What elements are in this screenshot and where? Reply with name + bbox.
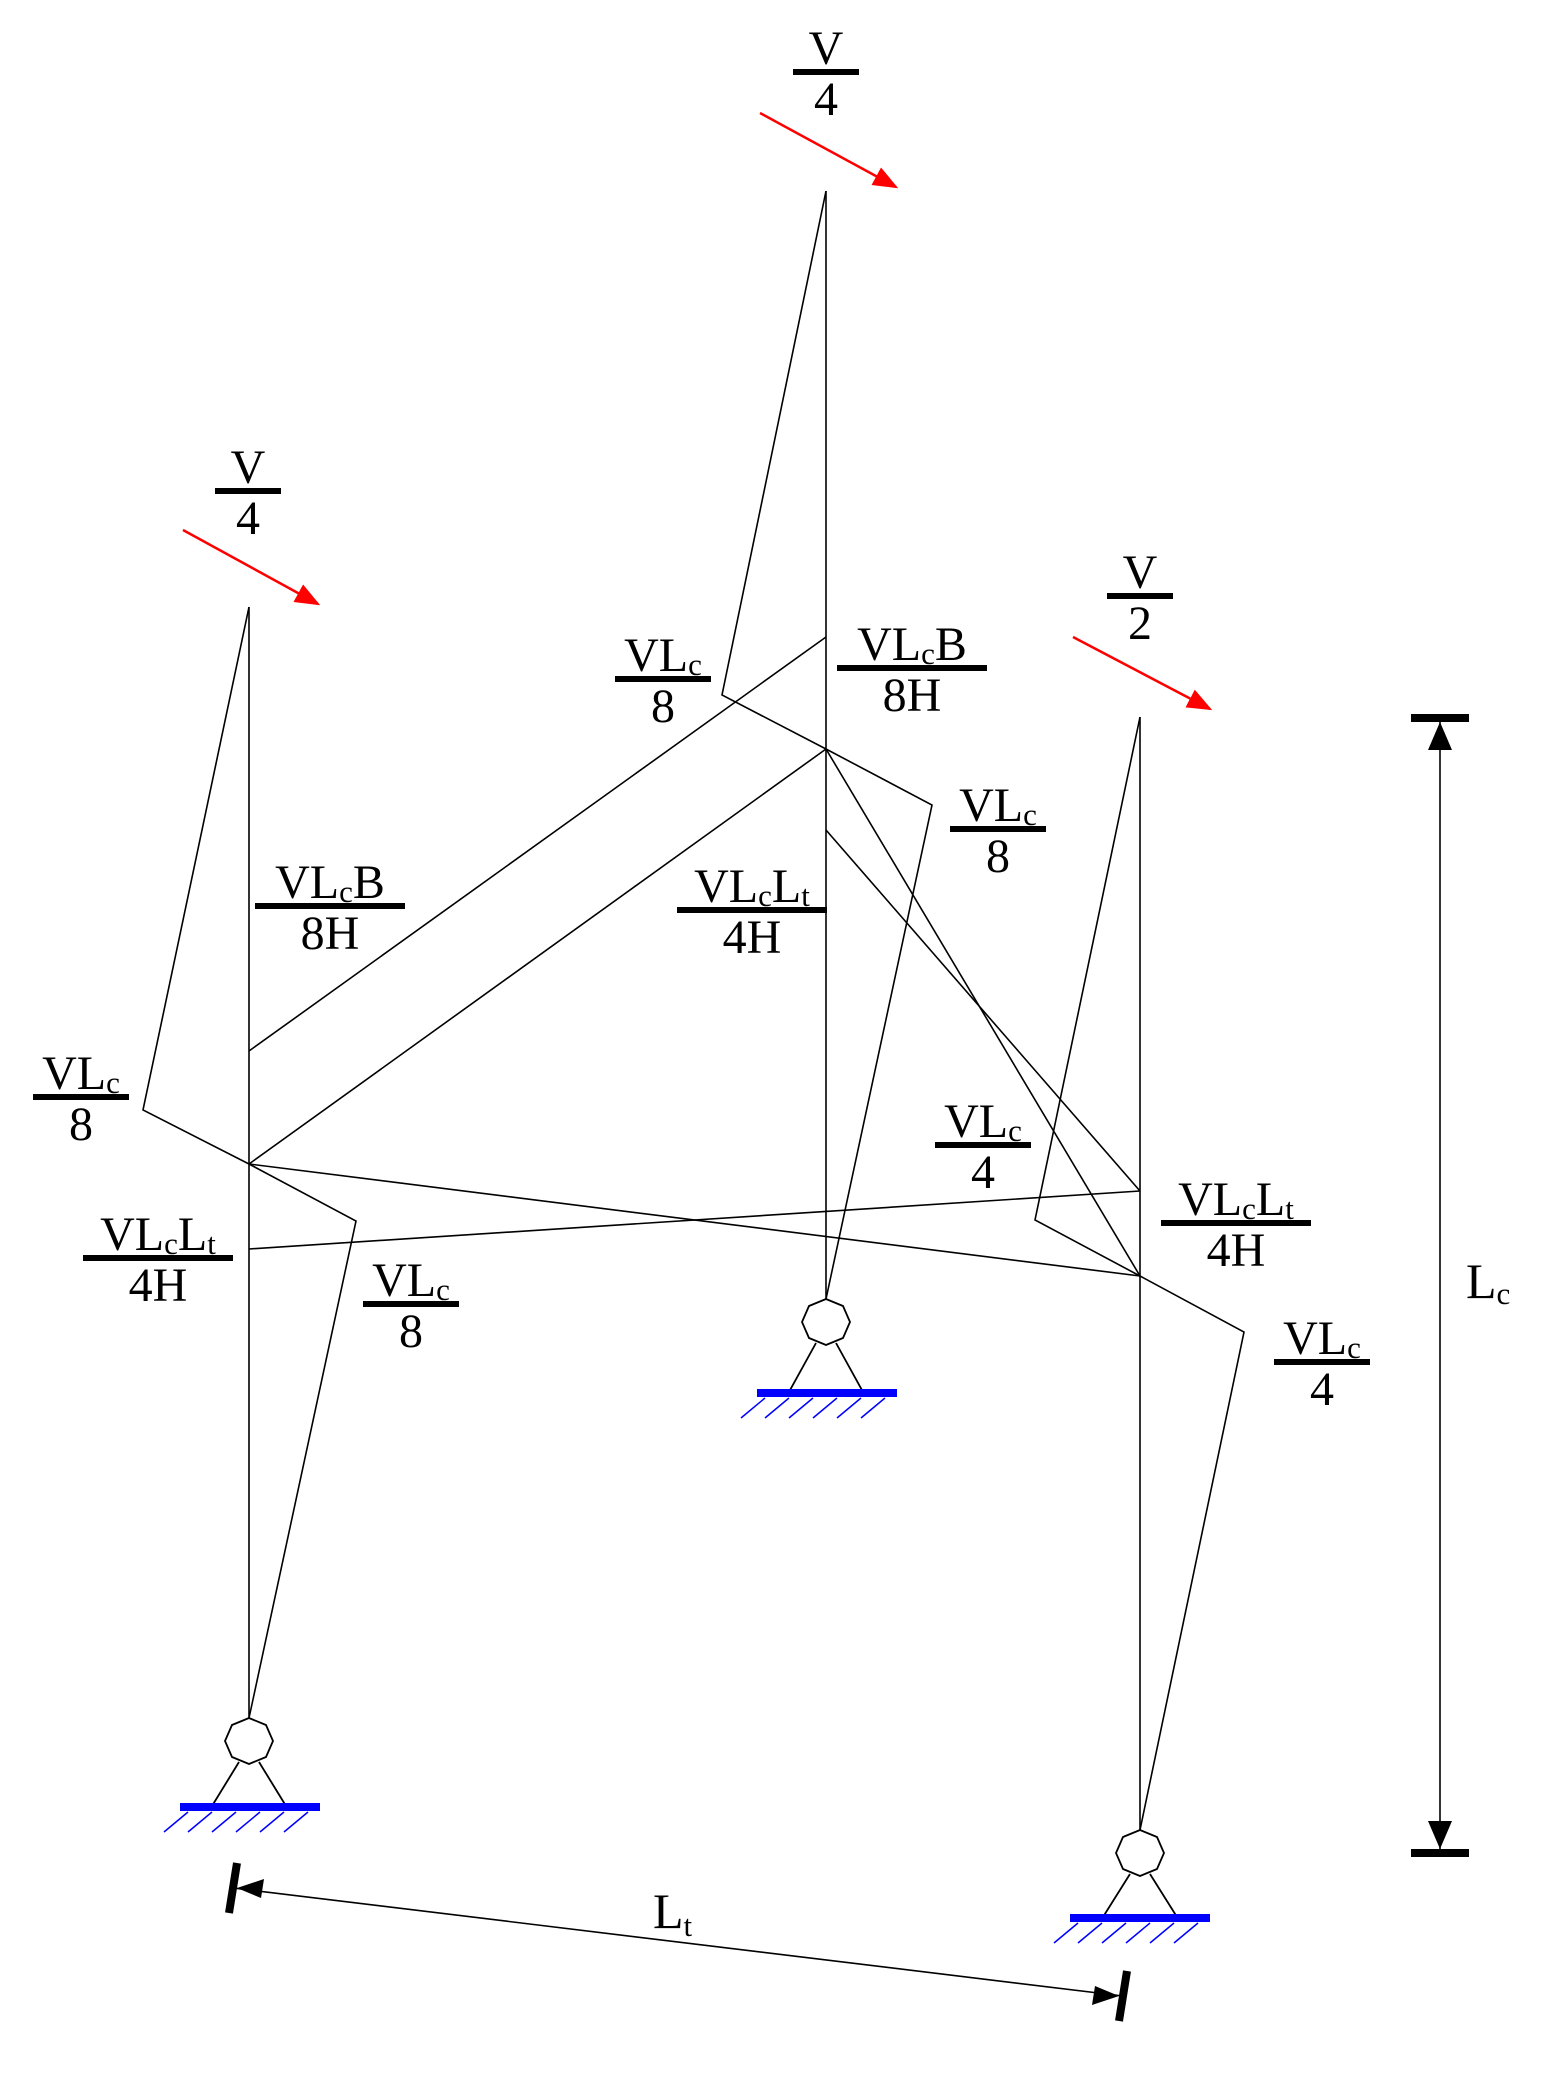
moment-denominator: 8 [651, 680, 675, 733]
ground-hatch [1053, 1922, 1199, 1944]
support-left [163, 1717, 320, 1833]
column-height-label: Lc [1466, 1253, 1510, 1311]
left-column-moment [142, 606, 357, 1719]
support-triangle [1101, 1873, 1179, 1918]
pin-icon [1115, 1829, 1165, 1877]
load-fraction-load-top: V4 [793, 22, 859, 126]
moment-denominator: 8 [986, 830, 1010, 883]
moment-numerator: VLcLt [100, 1208, 216, 1261]
load-numerator: V [1123, 546, 1158, 599]
moment-denominator: 8H [883, 669, 942, 722]
support-right [1053, 1829, 1210, 1944]
load-denominator: 2 [1128, 597, 1152, 650]
load-denominator: 4 [236, 492, 260, 545]
ground-hatch [163, 1811, 309, 1833]
moment-denominator: 8 [69, 1098, 93, 1151]
moment-numerator: VLc [42, 1047, 120, 1100]
beam-length-label: Lt [653, 1883, 693, 1943]
load-denominator: 4 [814, 73, 838, 126]
moment-numerator: VLcLt [1178, 1173, 1294, 1226]
load-numerator: V [809, 22, 844, 75]
moment-numerator: VLc [624, 629, 702, 682]
moment-numerator: VLc [959, 779, 1037, 832]
moment-denominator: 4 [971, 1146, 995, 1199]
top-column-moment [721, 190, 933, 1300]
beam-left-to-top-upper [248, 636, 827, 1052]
moment-numerator: VLc [372, 1254, 450, 1307]
dimension-beam-length: Lt [225, 1862, 1131, 2022]
right-column-moment [1034, 716, 1245, 1831]
moment-numerator: VLcLt [694, 860, 810, 913]
load-arrow-right [1072, 635, 1213, 711]
pin-icon [224, 1717, 274, 1765]
moment-denominator: 8H [301, 907, 360, 960]
beam-left-to-top-lower [248, 748, 827, 1165]
support-triangle [787, 1342, 865, 1393]
pin-icon [801, 1298, 851, 1346]
beam-top-to-right-lower [825, 748, 1141, 1277]
moment-denominator: 4H [1207, 1224, 1266, 1277]
load-arrow-left [182, 528, 321, 606]
support-triangle [210, 1761, 288, 1807]
moment-denominator: 4 [1310, 1363, 1334, 1416]
load-numerator: V [231, 441, 266, 494]
load-fraction-load-left: V4 [215, 441, 281, 545]
moment-denominator: 8 [399, 1305, 423, 1358]
moment-denominator: 4H [723, 911, 782, 964]
moment-numerator: VLc [944, 1095, 1022, 1148]
moment-numerator: VLcB [857, 618, 967, 671]
moment-denominator: 4H [129, 1259, 188, 1312]
load-fraction-load-right: V2 [1107, 546, 1173, 650]
moment-numerator: VLcB [275, 856, 385, 909]
dimension-column-height: Lc [1411, 714, 1510, 1857]
load-arrow-top [759, 111, 899, 189]
beam-left-to-right-lower [248, 1163, 1141, 1277]
support-top [740, 1298, 897, 1419]
ground-hatch [740, 1397, 886, 1419]
moment-numerator: VLc [1283, 1312, 1361, 1365]
beam-top-to-right-upper [825, 829, 1141, 1192]
